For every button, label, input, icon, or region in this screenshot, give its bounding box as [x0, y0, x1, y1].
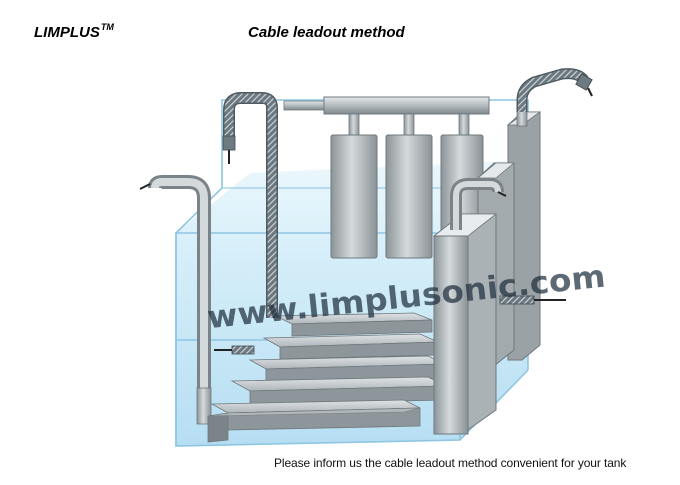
trademark-mark: TM — [100, 22, 114, 32]
hanging-transducers — [330, 134, 484, 259]
left-leadout-pipe — [139, 175, 212, 425]
brand-logo: LIMPLUSTM — [34, 22, 114, 41]
side-cable-left — [214, 345, 255, 355]
bottom-transducer-slabs — [207, 312, 447, 443]
braided-cable-top-left — [222, 92, 278, 318]
braided-cable-top-right — [516, 68, 593, 112]
diagram-title: Cable leadout method — [248, 24, 405, 41]
top-header-pipe — [283, 96, 490, 137]
side-cable-right — [499, 295, 566, 305]
caption-text: Please inform us the cable leadout metho… — [274, 456, 627, 470]
brand-name: LIMPLUS — [34, 24, 100, 41]
right-leadout-pipe — [450, 178, 507, 230]
right-plate-transducers — [432, 109, 542, 435]
